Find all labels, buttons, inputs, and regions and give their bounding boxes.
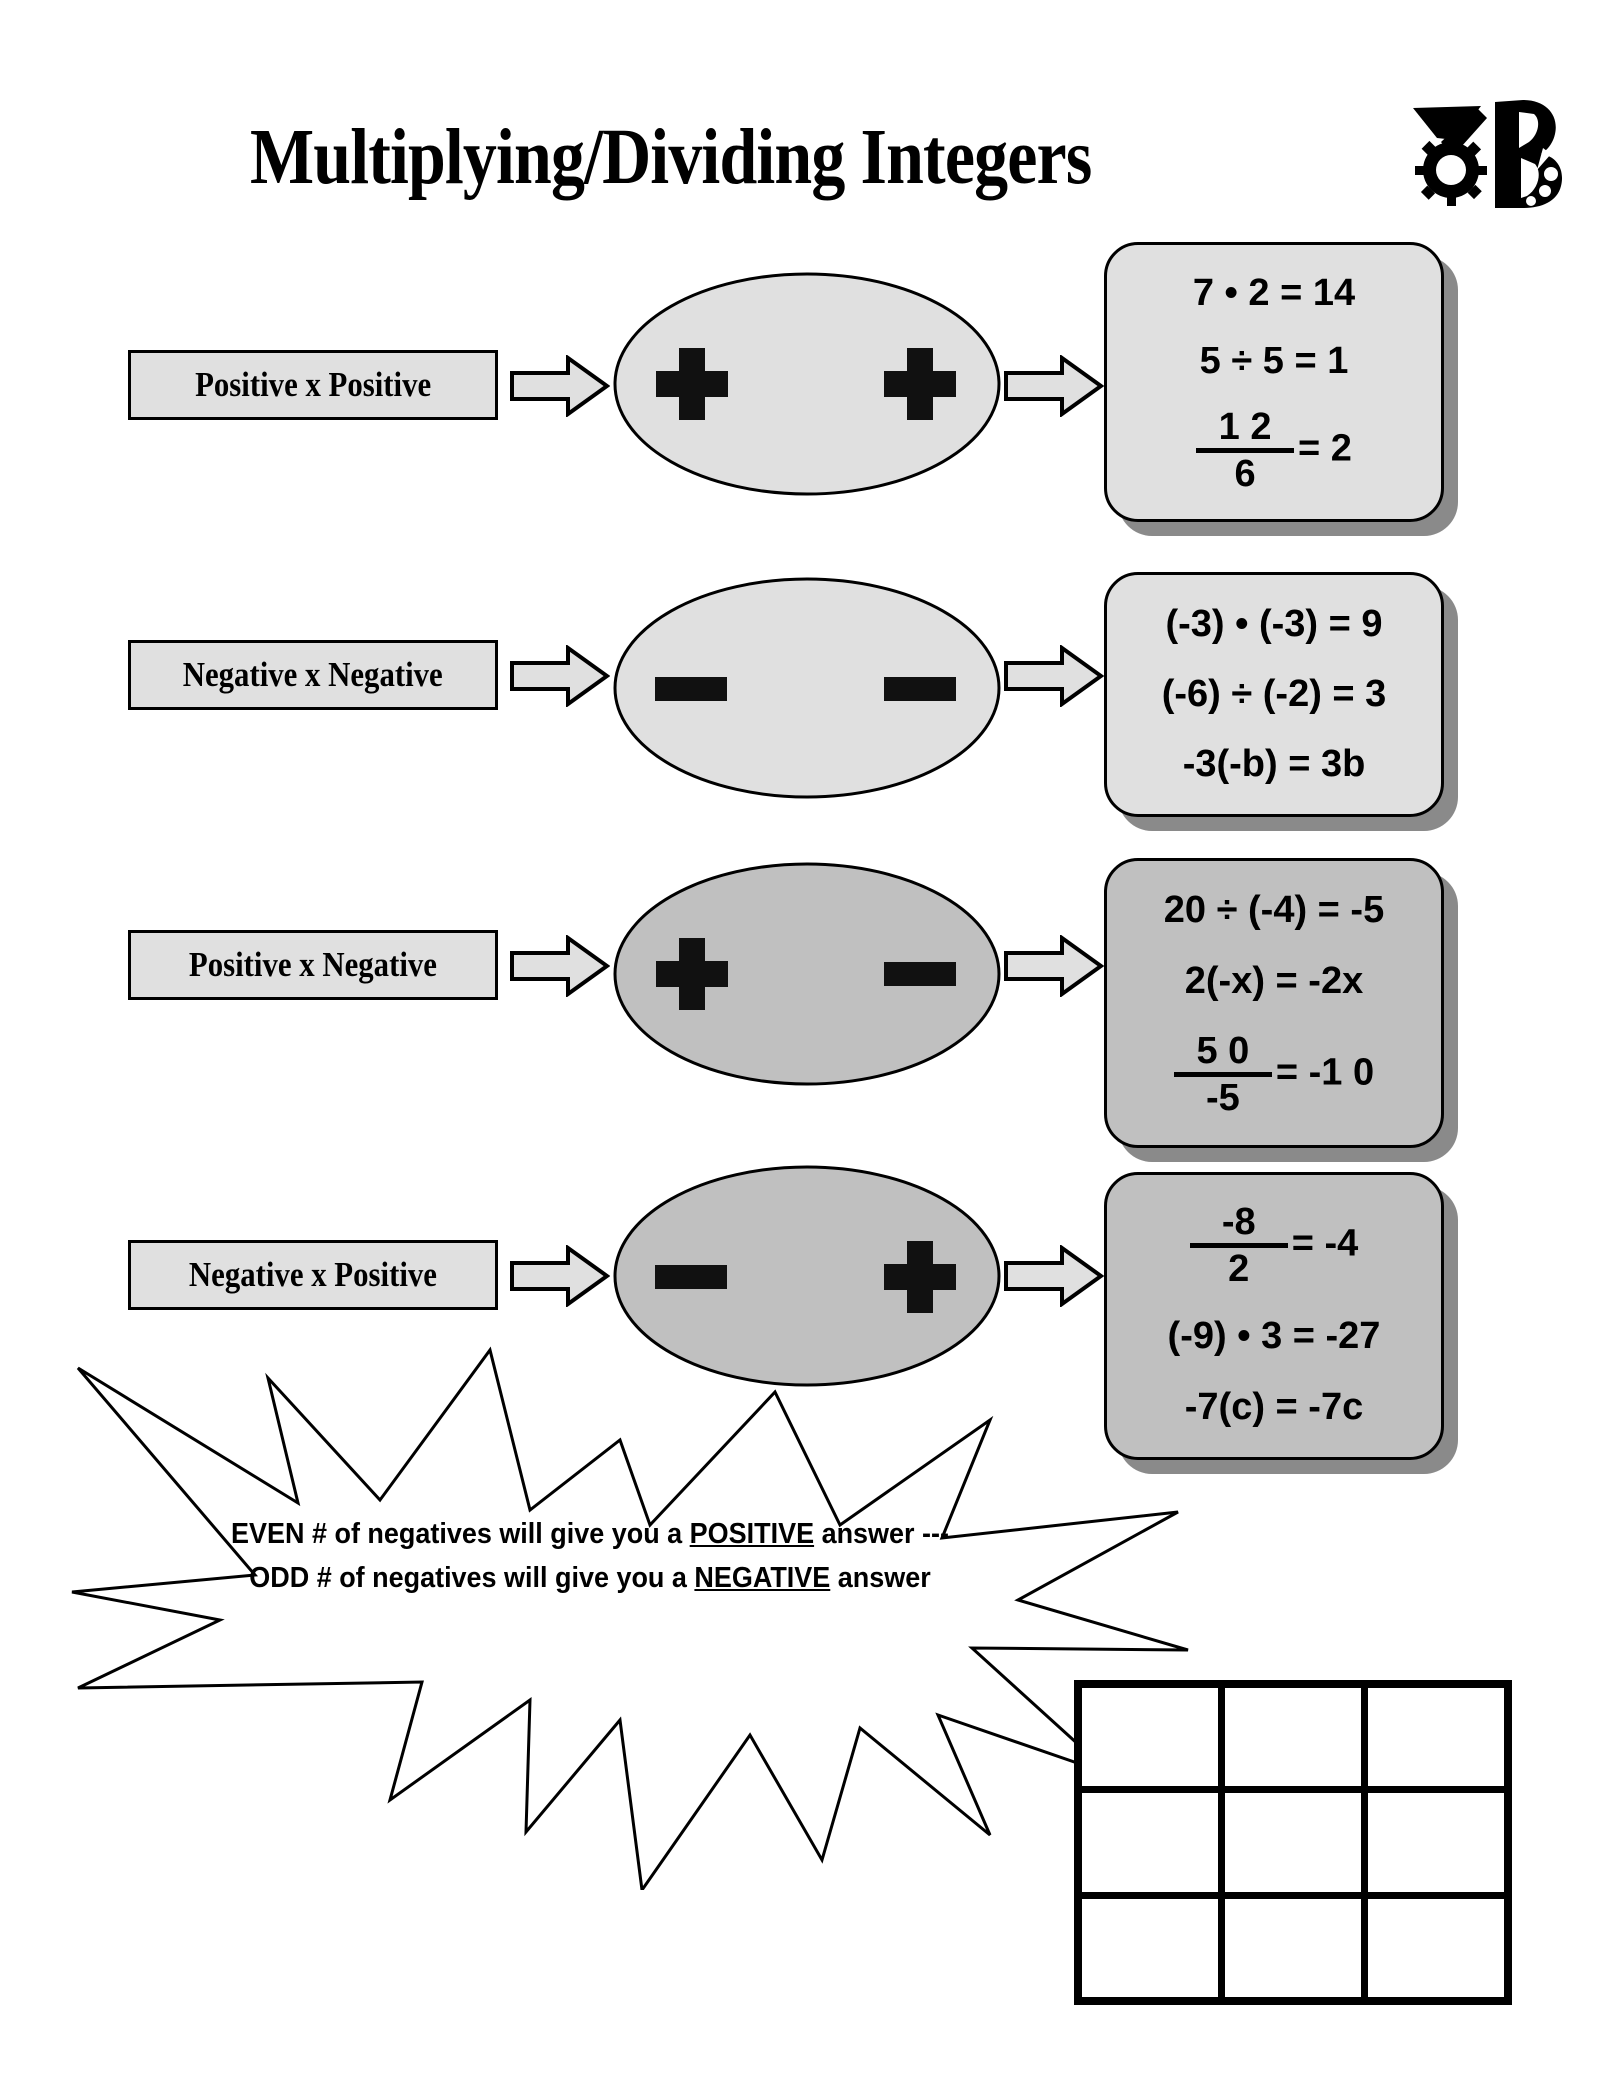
answer-grid[interactable] <box>1074 1680 1512 2005</box>
grid-cell[interactable] <box>1368 1793 1504 1892</box>
arrow-label-to-ellipse-4 <box>510 1244 611 1308</box>
minus-icon-right <box>884 962 956 986</box>
starburst-line-2-emphasis: NEGATIVE <box>694 1562 831 1594</box>
example-3-2: 2(-x) = -2x <box>1184 960 1364 1003</box>
fraction-1-result: = 2 <box>1298 427 1352 470</box>
arrow-ellipse-to-card-1 <box>1004 354 1105 418</box>
example-card-1: 7 • 2 = 14 5 ÷ 5 = 1 1 2 6 = 2 <box>1104 242 1444 522</box>
fraction-4-result: = -4 <box>1291 1222 1359 1265</box>
starburst-line-2-pre: ODD # of negatives will give you a <box>249 1562 695 1594</box>
minus-icon-right <box>884 677 956 701</box>
example-4-1: -8 2 = -4 <box>1189 1200 1359 1288</box>
page-header: Multiplying/Dividing Integers <box>0 40 1620 208</box>
starburst-line-1: EVEN # of negatives will give you a POSI… <box>181 1512 999 1556</box>
example-2-3: -3(-b) = 3b <box>1182 743 1366 786</box>
rule-label-box-3: Positive x Negative <box>128 930 498 1000</box>
fraction-4-denominator: 2 <box>1189 1242 1288 1288</box>
grid-cell[interactable] <box>1082 1793 1218 1892</box>
starburst-line-1-emphasis: POSITIVE <box>689 1518 815 1550</box>
plus-icon-right-stem <box>907 1241 933 1313</box>
plus-icon-left-stem <box>679 348 705 420</box>
example-3-3: 5 0 -5 = -1 0 <box>1173 1029 1375 1117</box>
example-4-3: -7(c) = -7c <box>1184 1386 1364 1429</box>
example-1-1: 7 • 2 = 14 <box>1192 271 1356 314</box>
minus-icon-left <box>655 1265 727 1289</box>
fraction-1-denominator: 6 <box>1196 447 1295 493</box>
example-card-4: -8 2 = -4 (-9) • 3 = -27 -7(c) = -7c <box>1104 1172 1444 1460</box>
rule-label-box-4: Negative x Positive <box>128 1240 498 1310</box>
sign-ellipse-3 <box>612 862 1002 1087</box>
arrow-label-to-ellipse-3 <box>510 934 611 998</box>
rule-label-box-1: Positive x Positive <box>128 350 498 420</box>
fraction-4: -8 2 <box>1189 1200 1288 1288</box>
grid-cell[interactable] <box>1225 1688 1361 1787</box>
fraction-1: 1 2 6 <box>1196 405 1295 493</box>
grid-cell[interactable] <box>1368 1688 1504 1787</box>
starburst-line-2: ODD # of negatives will give you a NEGAT… <box>181 1556 999 1600</box>
rule-label-3: Positive x Negative <box>188 945 438 984</box>
example-4-2: (-9) • 3 = -27 <box>1167 1315 1381 1358</box>
fraction-4-numerator: -8 <box>1221 1200 1256 1243</box>
sign-ellipse-4 <box>612 1165 1002 1387</box>
brand-3b-logo <box>1395 92 1565 212</box>
starburst-line-1-pre: EVEN # of negatives will give you a <box>231 1518 690 1550</box>
example-1-2: 5 ÷ 5 = 1 <box>1199 339 1349 382</box>
arrow-ellipse-to-card-2 <box>1004 644 1105 708</box>
fraction-3: 5 0 -5 <box>1173 1029 1272 1117</box>
example-2-1: (-3) • (-3) = 9 <box>1165 602 1383 645</box>
fraction-3-numerator: 5 0 <box>1196 1029 1250 1072</box>
starburst-line-2-post: answer <box>830 1562 931 1594</box>
rule-label-box-2: Negative x Negative <box>128 640 498 710</box>
rule-label-1: Positive x Positive <box>194 365 432 404</box>
example-card-3: 20 ÷ (-4) = -5 2(-x) = -2x 5 0 -5 = -1 0 <box>1104 858 1444 1148</box>
starburst-line-1-post: answer --- <box>814 1518 949 1550</box>
minus-icon-left <box>655 677 727 701</box>
example-3-1: 20 ÷ (-4) = -5 <box>1163 889 1385 932</box>
fraction-3-denominator: -5 <box>1173 1071 1272 1117</box>
grid-cell[interactable] <box>1225 1898 1361 1997</box>
fraction-1-numerator: 1 2 <box>1218 405 1272 448</box>
plus-icon-left-stem <box>679 938 705 1010</box>
arrow-label-to-ellipse-1 <box>510 354 611 418</box>
starburst-text: EVEN # of negatives will give you a POSI… <box>181 1512 999 1600</box>
page-title: Multiplying/Dividing Integers <box>250 114 1092 201</box>
grid-cell[interactable] <box>1225 1793 1361 1892</box>
example-card-2: (-3) • (-3) = 9 (-6) ÷ (-2) = 3 -3(-b) =… <box>1104 572 1444 817</box>
fraction-3-result: = -1 0 <box>1275 1051 1375 1094</box>
rule-label-4: Negative x Positive <box>188 1255 438 1294</box>
starburst-callout <box>60 1320 1190 1895</box>
arrow-ellipse-to-card-4 <box>1004 1244 1105 1308</box>
sign-ellipse-2 <box>612 577 1002 799</box>
arrow-ellipse-to-card-3 <box>1004 934 1105 998</box>
sign-ellipse-1 <box>612 272 1002 497</box>
arrow-label-to-ellipse-2 <box>510 644 611 708</box>
grid-cell[interactable] <box>1082 1898 1218 1997</box>
grid-cell[interactable] <box>1368 1898 1504 1997</box>
plus-icon-right-stem <box>907 348 933 420</box>
example-2-2: (-6) ÷ (-2) = 3 <box>1161 672 1387 715</box>
example-1-3: 1 2 6 = 2 <box>1196 408 1352 493</box>
grid-cell[interactable] <box>1082 1688 1218 1787</box>
rule-label-2: Negative x Negative <box>182 655 443 694</box>
